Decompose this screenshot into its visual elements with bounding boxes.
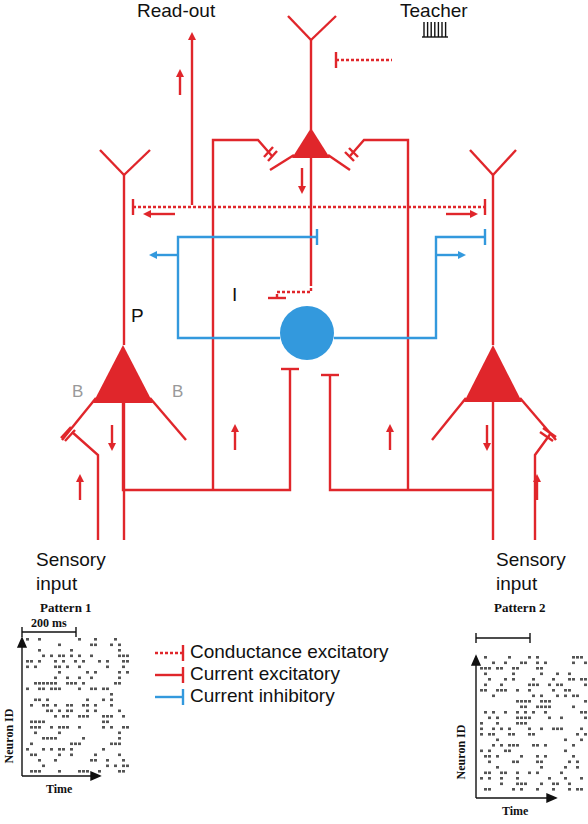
part-label: Sensory input	[36, 548, 126, 596]
synapse-connector	[123, 369, 299, 490]
legend-entry: Conductance excitatory	[190, 641, 389, 663]
part-label: B	[172, 382, 183, 402]
part-label: Read-out	[137, 0, 215, 22]
legend-entry: Current excitatory	[190, 663, 340, 685]
pyramidal-neuron-shape	[93, 345, 153, 403]
plot-label: Neuron ID	[455, 725, 469, 780]
part-label: Sensory input	[496, 548, 586, 596]
pyramidal-neuron: P	[93, 345, 153, 403]
legend-entry: Current inhibitory	[190, 685, 335, 707]
plot-label: 200 ms	[31, 617, 67, 631]
part-label: Teacher	[400, 0, 468, 22]
neuron-label: I	[232, 284, 237, 306]
interneuron-circle: I	[280, 306, 334, 360]
legend-samples	[155, 645, 183, 705]
neuron-label: P	[131, 305, 144, 327]
part-label: B	[72, 382, 83, 402]
plot-label: Pattern 1	[40, 601, 92, 616]
plot-label: Time	[502, 805, 528, 819]
interneuron-circle-shape	[280, 306, 334, 360]
plot-label: Neuron ID	[3, 709, 17, 764]
plot-label: Pattern 2	[494, 601, 546, 616]
plot-label: Time	[46, 783, 72, 797]
